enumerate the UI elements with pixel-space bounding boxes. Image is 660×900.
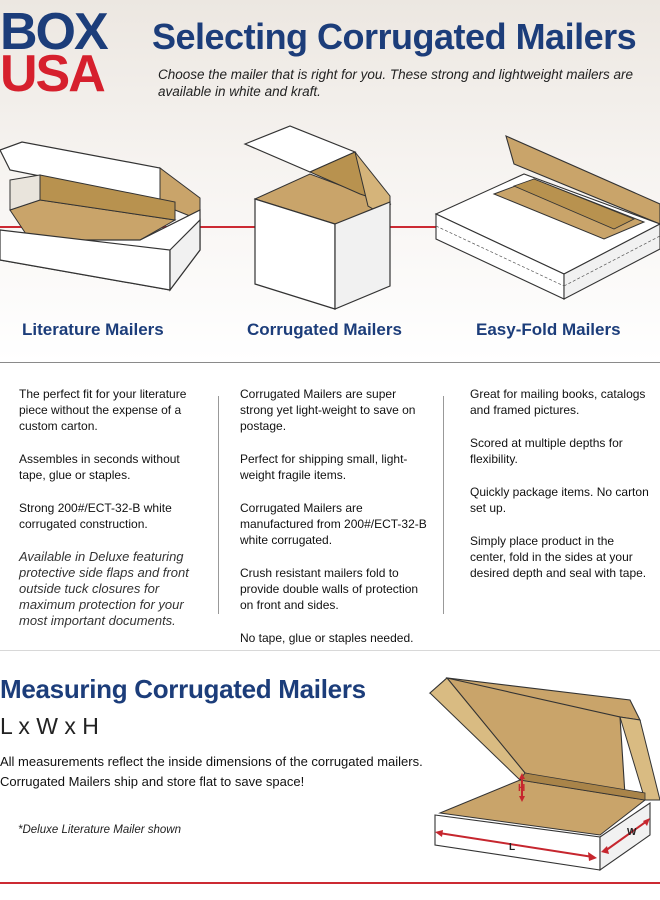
column-divider-1 <box>218 396 219 614</box>
description-paragraph: Strong 200#/ECT-32-B white corrugated co… <box>19 501 172 531</box>
height-label: H <box>518 783 525 794</box>
corrugated-mailer-illustration <box>243 125 392 310</box>
length-label: L <box>509 842 515 853</box>
description-paragraph: Perfect for shipping small, light-weight… <box>240 452 408 482</box>
description-paragraph: No tape, glue or staples needed. <box>240 631 414 645</box>
deluxe-literature-note: *Deluxe Literature Mailer shown <box>18 824 181 836</box>
description-paragraph: Quickly package items. No carton set up. <box>470 485 649 515</box>
description-paragraph: Scored at multiple depths for flexibilit… <box>470 436 623 466</box>
description-paragraph: Assembles in seconds without tape, glue … <box>19 452 180 482</box>
description-paragraph: Simply place product in the center, fold… <box>470 534 647 580</box>
description-paragraph: Corrugated Mailers are manufactured from… <box>240 501 427 547</box>
measuring-divider <box>0 650 660 651</box>
logo-line-box: BOX <box>0 3 109 61</box>
description-paragraph: Great for mailing books, catalogs and fr… <box>470 387 646 417</box>
easy-fold-mailers-heading: Easy-Fold Mailers <box>476 320 621 339</box>
measuring-line: Corrugated Mailers ship and store flat t… <box>0 774 305 789</box>
corrugated-mailers-heading: Corrugated Mailers <box>247 320 402 339</box>
easy-fold-mailer-illustration <box>434 135 660 300</box>
column-divider-2 <box>443 396 444 614</box>
description-paragraph: Corrugated Mailers are super strong yet … <box>240 387 416 433</box>
literature-mailer-illustration <box>0 141 201 292</box>
literature-mailers-heading: Literature Mailers <box>22 320 164 339</box>
literature-mailers-description: The perfect fit for your literature piec… <box>19 386 204 646</box>
easy-fold-mailers-description: Great for mailing books, catalogs and fr… <box>470 386 650 598</box>
box-usa-logo: BOX USA <box>0 3 130 103</box>
bottom-red-line <box>0 882 660 884</box>
section-divider <box>0 362 660 363</box>
page-subtitle: Choose the mailer that is right for you.… <box>158 67 633 99</box>
measuring-text: All measurements reflect the inside dime… <box>0 752 423 792</box>
page-title: Selecting Corrugated Mailers <box>152 16 637 57</box>
dimension-formula: L x W x H <box>0 713 99 739</box>
logo-line-usa: USA <box>0 45 106 103</box>
measuring-heading: Measuring Corrugated Mailers <box>0 674 366 704</box>
description-paragraph: The perfect fit for your literature piec… <box>19 387 187 433</box>
corrugated-mailers-description: Corrugated Mailers are super strong yet … <box>240 386 430 663</box>
deluxe-literature-mailer-illustration: H L W <box>428 677 660 872</box>
description-paragraph: Crush resistant mailers fold to provide … <box>240 566 419 612</box>
measuring-line: All measurements reflect the inside dime… <box>0 754 423 769</box>
deluxe-note: Available in Deluxe featuring protective… <box>19 549 189 628</box>
width-label: W <box>627 827 637 838</box>
